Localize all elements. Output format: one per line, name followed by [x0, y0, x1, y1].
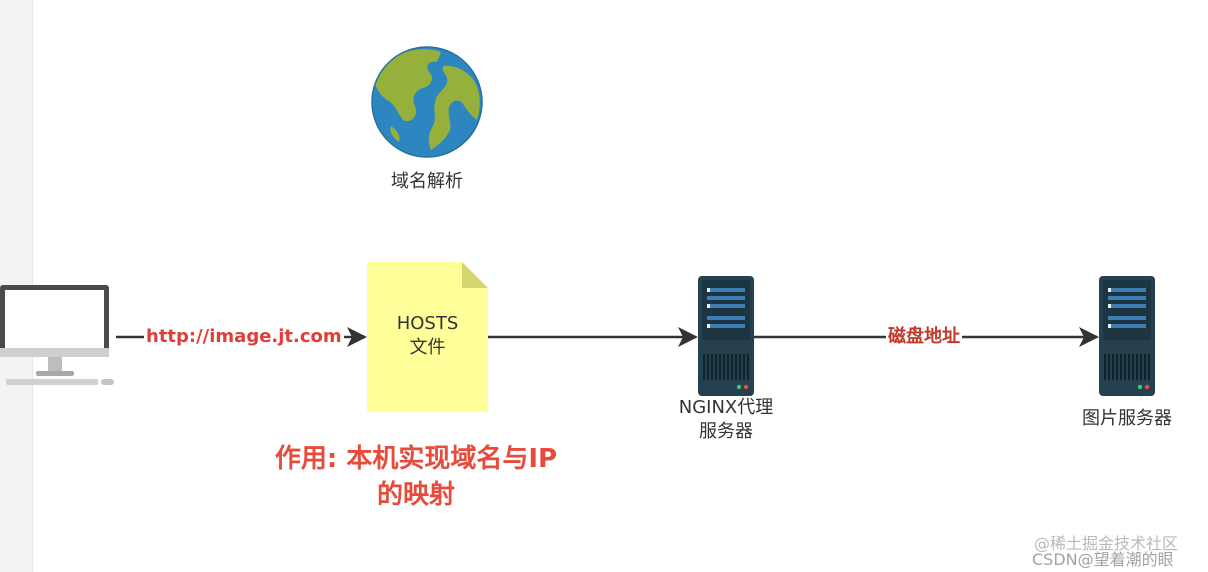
server-icon [698, 276, 754, 396]
note-icon [367, 262, 488, 412]
nginx-label-line2: 服务器 [699, 421, 753, 442]
nginx-label-line1: NGINX代理 [678, 397, 774, 418]
globe-icon [371, 46, 483, 158]
watermark-juejin: @稀土掘金技术社区 [1034, 534, 1179, 553]
hosts-label-line1: HOSTS [396, 313, 459, 334]
disk-edge-label: 磁盘地址 [886, 326, 962, 348]
url-edge-label: http://image.jt.com [144, 326, 344, 348]
desktop-computer-icon [0, 285, 114, 385]
image-server-label: 图片服务器 [1082, 408, 1172, 429]
server-icon [1099, 276, 1155, 396]
annotation-line2: 的映射 [376, 480, 455, 510]
hosts-label-line2: 文件 [409, 337, 446, 358]
annotation-line1: 作用: 本机实现域名与IP [274, 444, 558, 474]
watermark-csdn: CSDN@望着潮的眼 [1032, 550, 1174, 569]
dns-label: 域名解析 [391, 171, 463, 192]
